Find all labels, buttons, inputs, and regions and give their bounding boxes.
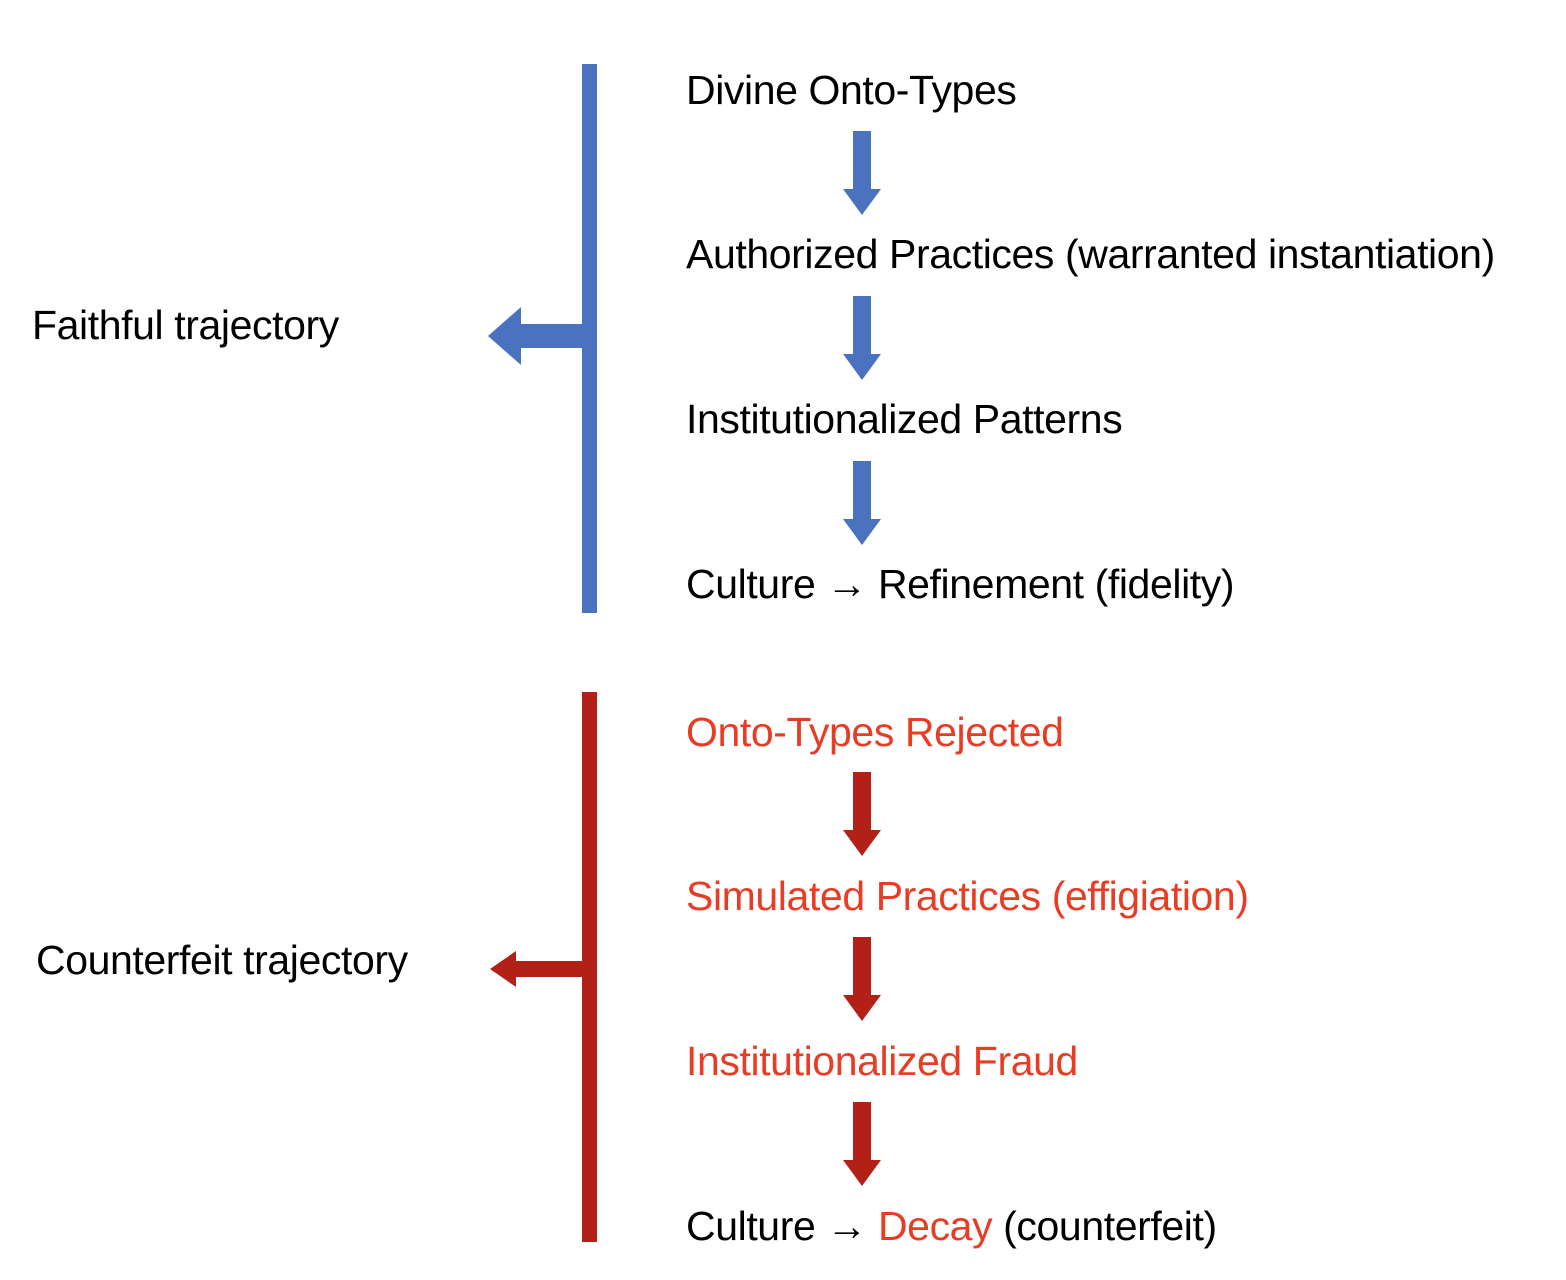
faithful-arrow-down-3-icon: [843, 461, 881, 545]
counterfeit-step-4-part-3: (counterfeit): [992, 1203, 1217, 1249]
counterfeit-arrow-down-2-icon: [843, 937, 881, 1021]
counterfeit-step-1: Onto-Types Rejected: [686, 709, 1064, 755]
faithful-arrow-down-1-icon: [843, 131, 881, 215]
faithful-step-1: Divine Onto-Types: [686, 67, 1017, 113]
faithful-step-2: Authorized Practices (warranted instanti…: [686, 231, 1495, 277]
counterfeit-vertical-bracket-bar: [582, 692, 597, 1242]
counterfeit-step-4-part-2: Decay: [877, 1203, 993, 1249]
counterfeit-step-2: Simulated Practices (effigiation): [686, 873, 1249, 919]
counterfeit-step-4: Culture → Decay (counterfeit): [686, 1206, 1217, 1247]
faithful-step-4: Culture → Refinement (fidelity): [686, 561, 1235, 607]
counterfeit-step-3: Institutionalized Fraud: [686, 1038, 1078, 1084]
counterfeit-step-4-part-1: Culture →: [686, 1203, 878, 1249]
counterfeit-arrow-down-3-icon: [843, 1102, 881, 1186]
counterfeit-arrow-down-1-icon: [843, 772, 881, 856]
faithful-vertical-bracket-bar: [582, 64, 597, 613]
counterfeit-trajectory-label: Counterfeit trajectory: [36, 937, 408, 983]
faithful-arrow-down-2-icon: [843, 296, 881, 380]
faithful-step-3: Institutionalized Patterns: [686, 396, 1123, 442]
counterfeit-left-arrow-icon: [490, 949, 588, 989]
faithful-trajectory-label: Faithful trajectory: [32, 302, 339, 348]
faithful-left-arrow-icon: [488, 305, 588, 367]
